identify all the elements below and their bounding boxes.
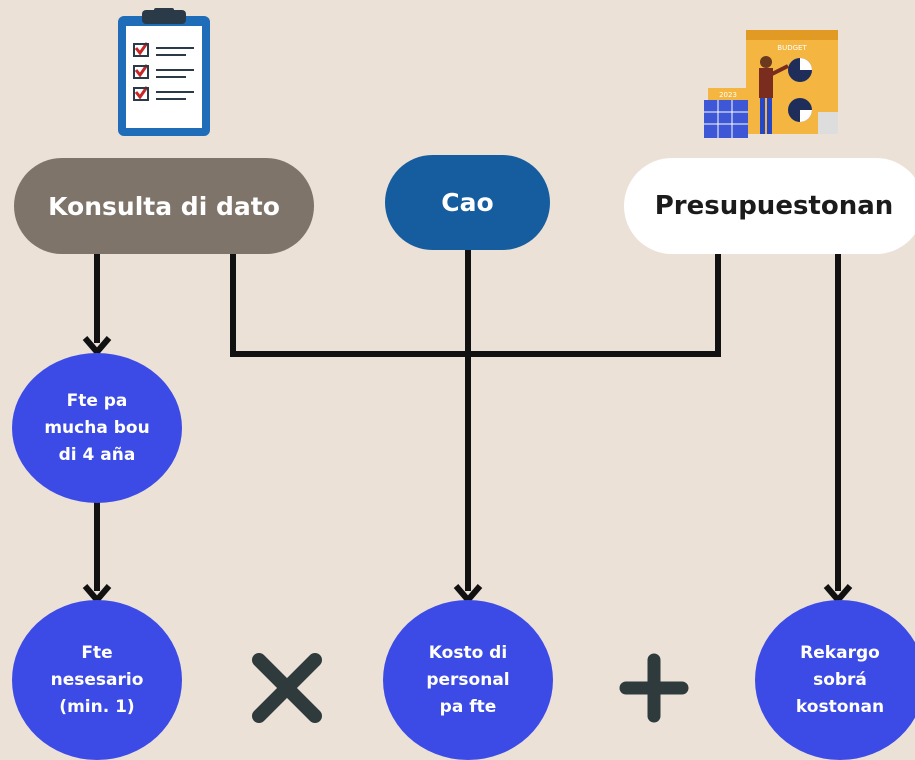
kosto-di-personal-node: Kosto di personal pa fte	[383, 600, 553, 760]
connector-konsulta-presupuestonan	[230, 253, 721, 357]
kosto-line-2: personal	[426, 669, 510, 690]
rekargo-line-3: kostonan	[795, 696, 885, 717]
fte-nesesario-line-2: nesesario	[50, 669, 144, 690]
fte-nesesario-line-3: (min. 1)	[59, 696, 135, 717]
rekargo-line-2: sobrá	[813, 669, 867, 690]
kosto-line-3: pa fte	[439, 696, 497, 717]
rekargo-sobra-kostonan-node: Rekargo sobrá kostonan	[755, 600, 915, 760]
clipboard-checklist-icon	[118, 8, 210, 136]
rekargo-line-1: Rekargo	[800, 642, 880, 663]
presupuestonan-node: Presupuestonan	[624, 158, 915, 254]
plus-icon	[619, 653, 689, 723]
svg-text:BUDGET: BUDGET	[777, 44, 807, 52]
multiply-icon	[252, 653, 322, 723]
fte-pa-mucha-bou-node: Fte pa mucha bou di 4 aña	[12, 353, 182, 503]
fte-nesesario-node: Fte nesesario (min. 1)	[12, 600, 182, 760]
konsulta-di-dato-node: Konsulta di dato	[14, 158, 314, 254]
fte-pa-line-1: Fte pa	[66, 390, 128, 411]
presupuestonan-label: Presupuestonan	[654, 191, 894, 221]
kosto-line-1: Kosto di	[428, 642, 508, 663]
konsulta-di-dato-label: Konsulta di dato	[48, 191, 280, 221]
arrowhead-fte-pa	[82, 336, 112, 357]
cao-label: Cao	[441, 188, 494, 217]
budget-presentation-icon: BUDGET 2023	[704, 30, 838, 138]
cao-node: Cao	[385, 155, 550, 250]
fte-nesesario-line-1: Fte	[81, 642, 113, 663]
fte-pa-line-2: mucha bou	[44, 417, 150, 438]
svg-text:2023: 2023	[719, 91, 737, 99]
fte-pa-line-3: di 4 aña	[58, 444, 136, 465]
